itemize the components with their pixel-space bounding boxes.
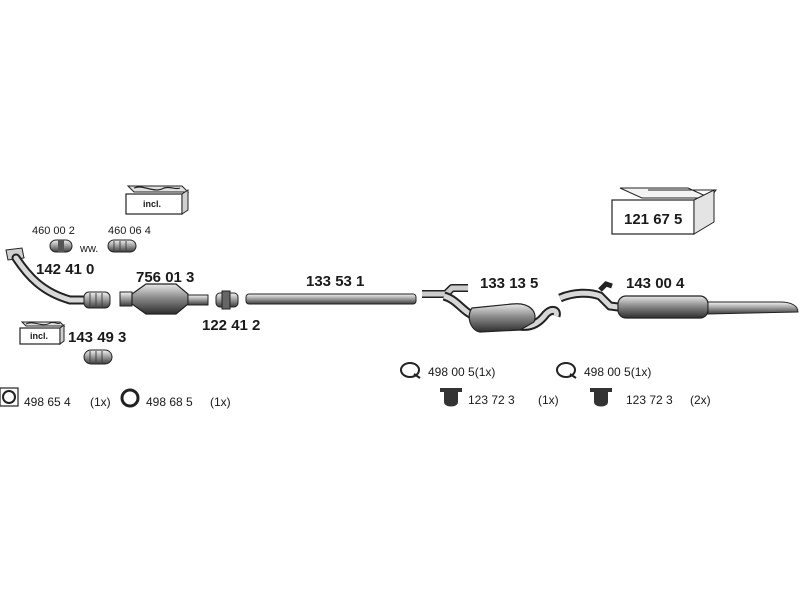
kit-box-incl-top xyxy=(125,185,190,215)
label-460002: 460 00 2 xyxy=(32,225,75,237)
label-142410: 142 41 0 xyxy=(36,261,95,278)
label-123723-b: 123 72 3 xyxy=(626,393,673,407)
label-incl-top: incl. xyxy=(143,199,162,209)
gasket-ring-498654 xyxy=(0,387,19,407)
kit-box-incl-bottom xyxy=(19,321,66,345)
label-460064: 460 06 4 xyxy=(108,225,151,237)
mount-123723-a xyxy=(440,388,462,407)
label-123723-a: 123 72 3 xyxy=(468,393,515,407)
qty-123723-a: (1x) xyxy=(538,393,559,407)
clamp-122412 xyxy=(215,290,239,310)
label-143493: 143 49 3 xyxy=(68,329,127,346)
hanger-498005-b xyxy=(556,362,577,379)
label-ww: ww. xyxy=(80,243,99,255)
catalytic-converter-756013 xyxy=(119,283,209,315)
label-133531: 133 53 1 xyxy=(306,273,365,290)
rear-silencer-143004 xyxy=(558,281,799,319)
qty-498654: (1x) xyxy=(90,395,111,409)
label-122412: 122 41 2 xyxy=(202,317,261,334)
qty-498685: (1x) xyxy=(210,395,231,409)
label-498005-a: 498 00 5(1x) xyxy=(428,365,496,379)
complete-kit-box-121675 xyxy=(611,187,717,235)
label-498005-b: 498 00 5(1x) xyxy=(584,365,652,379)
mount-123723-b xyxy=(590,388,612,407)
middle-pipe-133531 xyxy=(245,293,417,305)
gasket-ring-498685 xyxy=(120,388,140,408)
hanger-498005-a xyxy=(400,362,421,379)
label-756013: 756 01 3 xyxy=(136,269,195,286)
label-133135: 133 13 5 xyxy=(480,275,539,292)
front-pipe-142410 xyxy=(5,247,111,309)
flex-pipe-460064 xyxy=(107,239,137,253)
label-498654: 498 65 4 xyxy=(24,395,71,409)
label-incl-bottom: incl. xyxy=(30,331,49,341)
label-143004: 143 00 4 xyxy=(626,275,685,292)
flex-pipe-143493 xyxy=(83,349,113,365)
gasket-460002 xyxy=(49,239,73,253)
qty-123723-b: (2x) xyxy=(690,393,711,407)
label-498685: 498 68 5 xyxy=(146,395,193,409)
label-121675: 121 67 5 xyxy=(624,211,683,228)
centre-silencer-133135 xyxy=(422,284,561,333)
